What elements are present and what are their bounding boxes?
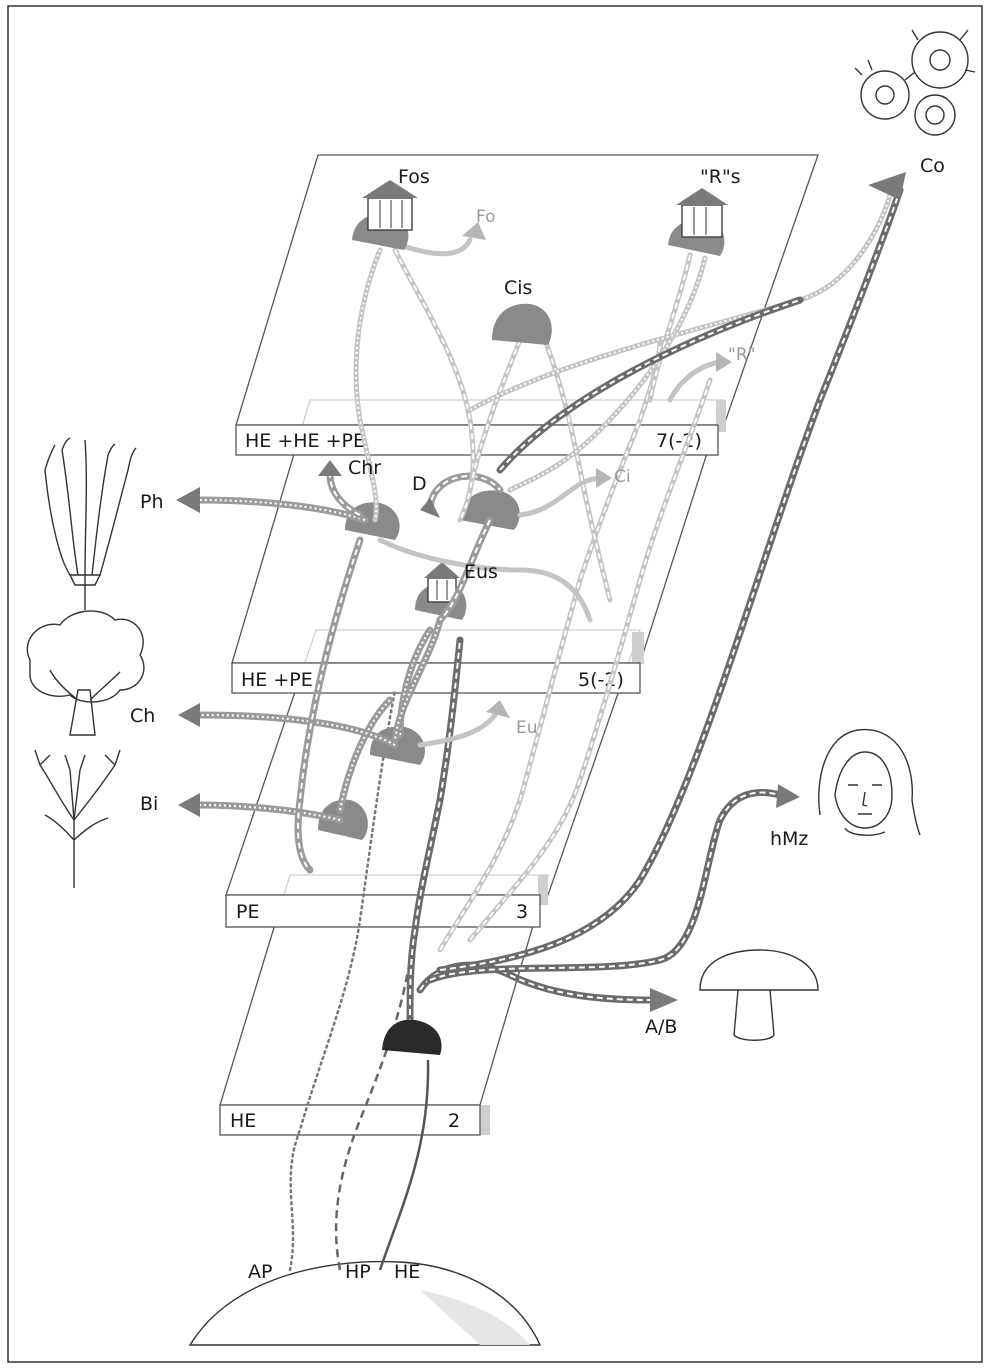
label-fo: Fo (476, 207, 496, 227)
plane-he-pe-value: 5(-2) (578, 669, 624, 691)
tree-illustration (27, 611, 144, 735)
coral-flowers-illustration (855, 30, 975, 135)
woman-face-illustration (819, 730, 920, 836)
mushroom-illustration (700, 950, 818, 1040)
arrow-co (868, 172, 906, 200)
plane-he-he-pe-value: 7(-2) (656, 430, 702, 452)
fos-house (368, 198, 412, 230)
label-he: HE (394, 1261, 420, 1283)
arrow-hmz (776, 784, 800, 808)
rs-house (682, 205, 722, 237)
plane-he-pe-name: HE +PE (241, 669, 313, 691)
label-r: "R" (728, 345, 755, 365)
plane-he-value: 2 (448, 1110, 460, 1132)
label-ab: A/B (645, 1016, 677, 1038)
label-hp: HP (345, 1261, 371, 1283)
arrow-ab (650, 988, 678, 1012)
label-bi: Bi (140, 793, 158, 815)
bare-tree-illustration (35, 750, 120, 888)
label-ci: Ci (614, 467, 631, 487)
label-ap: AP (248, 1261, 272, 1283)
plane-he-name: HE (230, 1110, 256, 1132)
label-fos: Fos (398, 166, 430, 188)
label-co: Co (920, 155, 945, 177)
label-hmz: hMz (770, 828, 808, 850)
plant-illustration (45, 438, 136, 610)
label-eus: Eus (464, 561, 498, 583)
label-rs: "R"s (700, 166, 741, 188)
arrow-ch (178, 703, 200, 727)
plane-pe-name: PE (236, 901, 259, 923)
label-eu: Eu (516, 718, 538, 738)
label-cis: Cis (504, 277, 532, 299)
plane-pe-value: 3 (516, 901, 528, 923)
arrow-ph (176, 487, 200, 513)
label-d: D (412, 473, 427, 495)
plane-he-he-pe-name: HE +HE +PE (245, 430, 365, 452)
label-ph: Ph (140, 491, 164, 513)
label-ch: Ch (130, 705, 155, 727)
label-chr: Chr (348, 457, 381, 479)
arrow-bi (178, 793, 200, 817)
